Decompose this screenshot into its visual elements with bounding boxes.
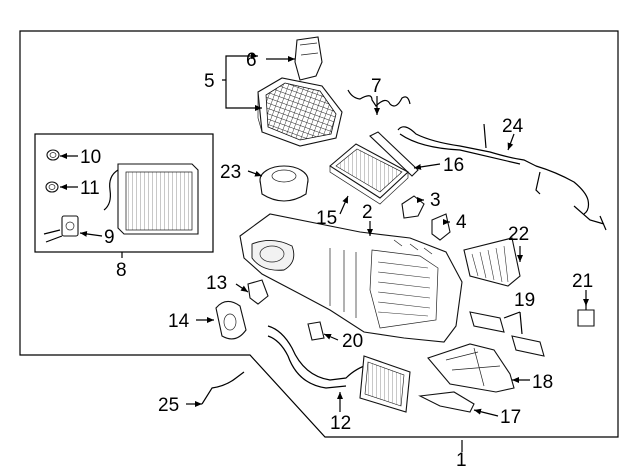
callout-14: 14 [168,311,190,332]
callout-9: 9 [104,227,115,248]
part-10-oring [46,149,60,161]
callout-21: 21 [572,271,593,292]
part-7-harness [347,89,411,107]
part-21-sensor [577,304,595,327]
callout-17: 17 [500,407,521,428]
callout-25: 25 [158,395,179,416]
callout-6: 6 [246,50,257,71]
evaporator-kit-frame [34,133,214,253]
part-20-clip [307,321,325,341]
part-25-hose [201,371,245,405]
part-9-valve [43,215,79,243]
callout-8: 8 [116,260,127,281]
callout-20: 20 [342,331,363,352]
callout-19: 19 [514,290,535,311]
part-24-harness [397,123,607,231]
callout-5: 5 [204,71,215,92]
callout-18: 18 [532,372,553,393]
part-22-grille [463,237,521,287]
callout-12: 12 [330,413,351,434]
callout-13: 13 [206,273,227,294]
part-4-actuator [431,213,451,241]
part-23-blower-motor [259,165,309,202]
callout-4: 4 [456,212,467,233]
callout-1: 1 [456,450,467,471]
callout-7: 7 [371,76,382,97]
part-11-oring [45,181,59,193]
callout-10: 10 [80,147,101,168]
part-6-cover [294,36,323,81]
callout-2: 2 [362,202,373,223]
part-19-seal-b [511,335,545,357]
part-14-actuator [215,300,247,340]
callout-15: 15 [316,208,337,229]
callout-3: 3 [430,190,441,211]
part-15-filter [329,143,409,205]
part-5-blower-housing [257,77,343,147]
part-2-hvac-case [239,213,463,343]
part-19-seal-a [469,311,505,333]
part-18-lower-case [427,343,515,393]
callout-23: 23 [220,162,241,183]
callout-11: 11 [80,178,100,199]
callout-16: 16 [443,155,464,176]
part-17-bracket [418,391,475,413]
part-3-actuator [401,195,425,219]
part-16-strip [369,131,419,177]
callout-labels: 1 2 3 4 5 6 7 8 9 10 11 12 13 14 15 16 1… [80,50,593,471]
part-13-bracket [247,279,269,305]
assembly-frame [19,30,619,438]
leader-lines [60,53,589,452]
callout-24: 24 [502,116,524,137]
callout-22: 22 [508,224,529,245]
part-8-evaporator [103,163,199,235]
part-12-heater-core [267,325,411,413]
